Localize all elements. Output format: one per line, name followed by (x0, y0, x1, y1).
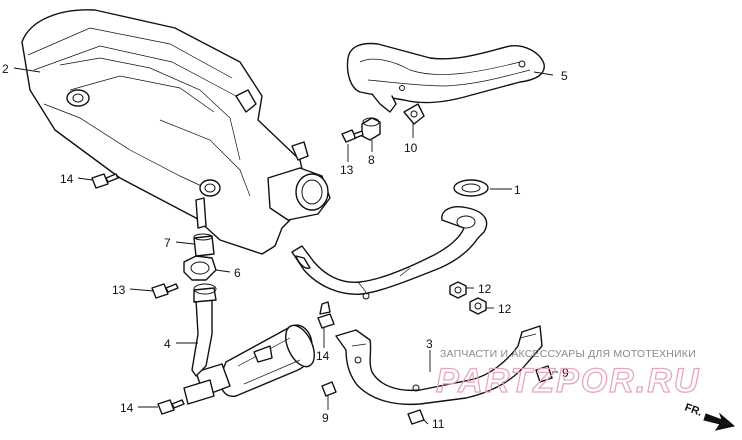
leader-lines (13, 67, 558, 425)
callout-4: 4 (164, 337, 171, 351)
part-4-joint-pipe (191, 283, 217, 377)
callout-12-upper: 12 (478, 282, 492, 296)
watermark-caption: ЗАПЧАСТИ И АКСЕССУАРЫ ДЛЯ МОТОТЕХНИКИ (440, 348, 696, 360)
part-11-bolt (407, 409, 425, 425)
front-arrow-icon (703, 412, 736, 431)
callout-14-bottom: 14 (120, 401, 134, 415)
callout-14-left: 14 (60, 172, 74, 186)
part-1-gasket (453, 179, 489, 197)
callout-9-right: 9 (562, 366, 569, 380)
callout-13-lower: 13 (112, 283, 126, 297)
part-7-collar (193, 233, 215, 257)
callout-10: 10 (404, 141, 418, 155)
part-14-bolt-lower (157, 399, 185, 415)
part-10-clip-nut (403, 103, 425, 125)
part-14-bolt-left-upper (91, 173, 119, 189)
callout-13-upper: 13 (340, 163, 354, 177)
part-3-protector (335, 325, 543, 406)
part-12-nut-lower (469, 297, 487, 315)
part-6-clamp (183, 255, 217, 281)
part-12-nut-upper (449, 281, 467, 299)
muffler (183, 324, 316, 405)
callout-2: 2 (2, 62, 9, 76)
callout-11: 11 (432, 417, 445, 431)
front-direction: FR. (683, 402, 736, 431)
exhaust-pipe (291, 206, 488, 300)
part-9-bolt-left (321, 381, 337, 397)
part-8-collar (361, 117, 381, 141)
part-13-bolt-upper (341, 129, 364, 143)
callouts: 2 5 1 10 8 13 14 7 6 13 4 14 14 12 12 3 … (2, 62, 569, 431)
callout-6: 6 (234, 266, 241, 280)
part-5-guard (346, 42, 545, 113)
watermark: ЗАПЧАСТИ И АКСЕССУАРЫ ДЛЯ МОТОТЕХНИКИ PA… (435, 348, 700, 401)
callout-9-left: 9 (322, 411, 329, 425)
callout-7: 7 (164, 236, 171, 250)
part-14-bolt-center (317, 301, 335, 329)
callout-5: 5 (561, 69, 568, 83)
part-13-bolt-lower (151, 283, 179, 299)
part-9-bolt-right (535, 365, 553, 383)
part-2-housing (21, 9, 331, 255)
callout-12-lower: 12 (498, 302, 512, 316)
callout-14-center: 14 (316, 349, 330, 363)
callout-8: 8 (368, 153, 375, 167)
callout-1: 1 (514, 183, 521, 197)
watermark-logo: PARTZPOR.RU (436, 362, 700, 400)
front-direction-label: FR. (683, 402, 704, 419)
callout-3: 3 (426, 337, 433, 351)
